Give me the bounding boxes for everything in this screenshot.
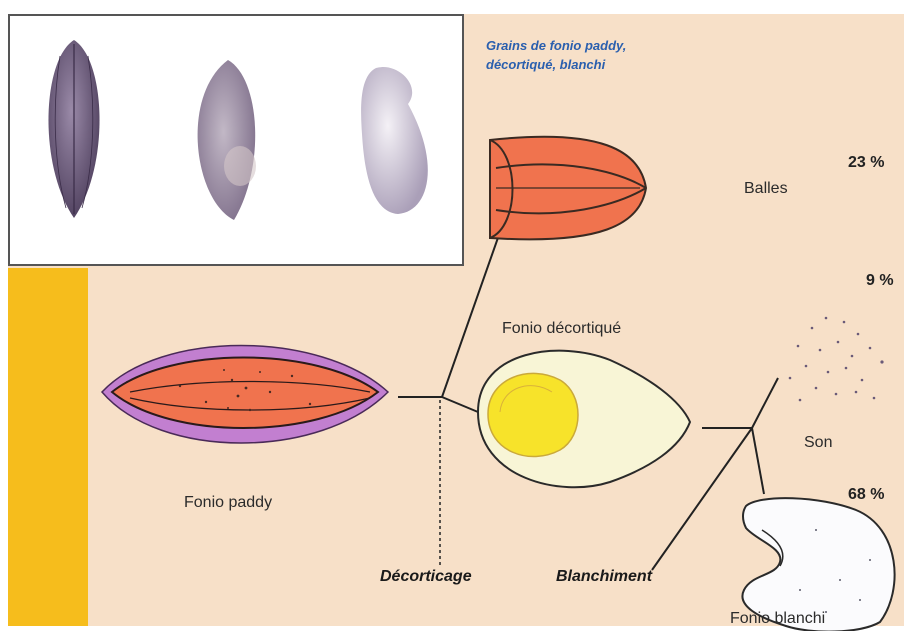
step-decorticage: Décorticage: [380, 568, 472, 586]
percentage-balles: 23 %: [848, 154, 884, 172]
husk-balles-illustration: [490, 137, 646, 240]
percentage-son: 9 %: [866, 272, 894, 290]
label-fonio-decortique: Fonio décortiqué: [502, 320, 621, 338]
percentage-fonio-blanchi: 68 %: [848, 486, 884, 504]
step-blanchiment: Blanchiment: [556, 568, 652, 586]
bran-son-illustration: [789, 317, 884, 402]
label-fonio-paddy: Fonio paddy: [184, 494, 272, 512]
label-son: Son: [804, 434, 832, 452]
fonio-paddy-illustration: [102, 346, 388, 444]
label-fonio-blanchi: Fonio blanchi: [730, 610, 825, 628]
label-balles: Balles: [744, 180, 788, 198]
fonio-decortique-illustration: [478, 351, 690, 488]
